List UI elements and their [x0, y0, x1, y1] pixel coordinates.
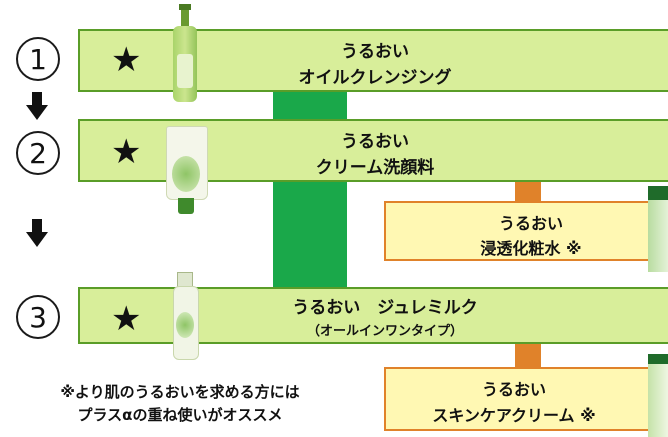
step-1-number: 1	[16, 37, 60, 81]
cleansing-foam-tube-icon	[166, 126, 208, 216]
jelly-milk-bottle-icon	[171, 272, 199, 360]
extra-1-label-line2: 浸透化粧水 ※	[480, 239, 582, 258]
lotion-bottle-icon	[648, 186, 668, 272]
step-1-label-line1: うるおい	[341, 42, 409, 62]
extra-2-label-line1: うるおい	[481, 380, 546, 399]
orange-connector-bottom	[515, 343, 541, 368]
extra-2-label-line2: スキンケアクリーム ※	[432, 406, 596, 425]
step-2-label-line2: クリーム洗顔料	[315, 158, 435, 178]
step-3-bar: ★ うるおい ジュレミルク （オールインワンタイプ）	[78, 287, 668, 344]
note-line1: ※より肌のうるおいを求める方には	[60, 383, 300, 401]
step-1-bar: ★ うるおい オイルクレンジング	[78, 29, 668, 92]
step-3-label-line1: うるおい ジュレミルク	[292, 298, 478, 318]
cream-jar-icon	[648, 354, 668, 437]
step-2-number: 2	[16, 131, 60, 175]
step-1-label-line2: オイルクレンジング	[298, 68, 452, 88]
down-arrow-icon	[26, 92, 48, 120]
down-arrow-icon	[26, 219, 48, 247]
step-2-label-line1: うるおい	[341, 132, 409, 152]
star-icon: ★	[111, 132, 142, 172]
step-3-label-line2: （オールインワンタイプ）	[306, 324, 463, 339]
star-icon: ★	[111, 299, 142, 339]
extra-cream-box: うるおい スキンケアクリーム ※	[384, 367, 668, 431]
step-3-number: 3	[16, 295, 60, 339]
note-line2: プラスαの重ね使いがオススメ	[77, 406, 283, 424]
orange-connector-top	[515, 182, 541, 202]
extra-1-label-line1: うるおい	[498, 214, 563, 233]
extra-lotion-box: うるおい 浸透化粧水 ※	[384, 201, 668, 261]
oil-cleansing-bottle-icon	[170, 4, 200, 102]
star-icon: ★	[111, 40, 142, 80]
